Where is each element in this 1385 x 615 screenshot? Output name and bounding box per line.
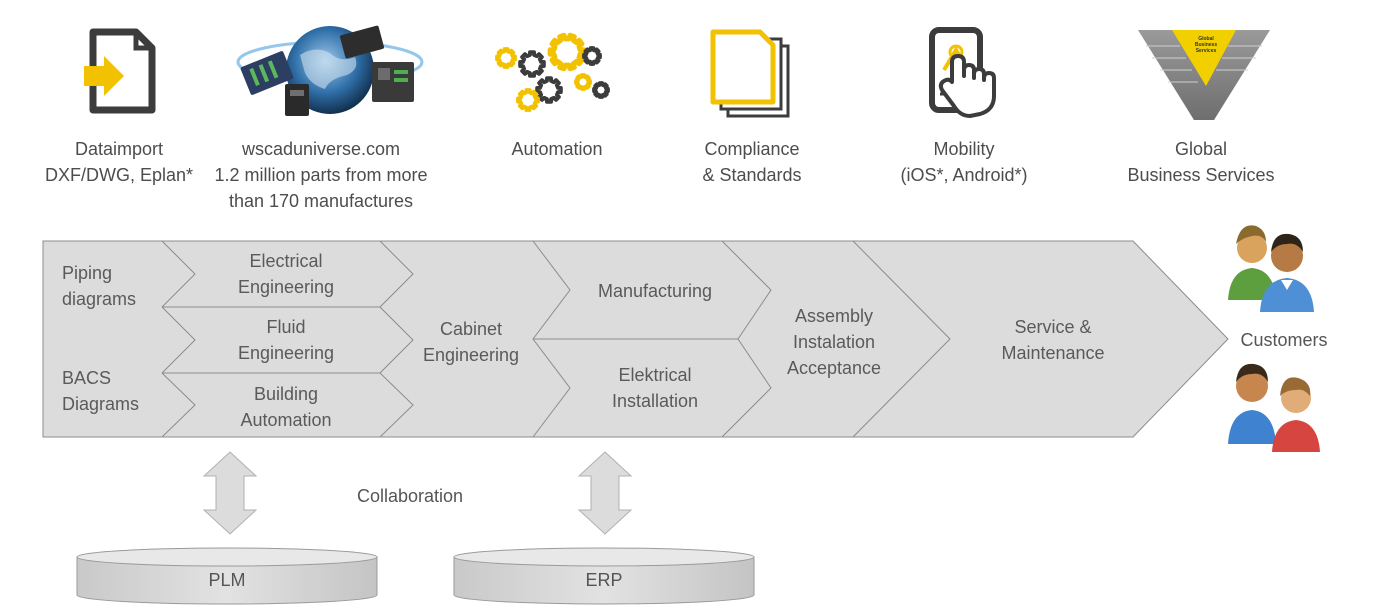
erp-database-cylinder: ERP [453, 547, 755, 605]
funnel-label-line-3: Services [1196, 48, 1217, 54]
gear-shape [516, 88, 540, 112]
electrical-label-2: Engineering [238, 277, 334, 297]
separator-building-left [161, 372, 196, 438]
piping-label-2: diagrams [62, 289, 136, 309]
assembly-label-2: Instalation [793, 332, 875, 352]
fluid-label-2: Engineering [238, 343, 334, 363]
gear-shape [582, 46, 602, 66]
cabinet-label-2: Engineering [423, 345, 519, 365]
mobility-label-2: (iOS*, Android*) [900, 165, 1027, 185]
double-arrow-right-icon [577, 451, 633, 535]
manufacturing-label: Manufacturing [598, 281, 712, 301]
elektrical-installation-label-1: Elektrical [618, 365, 691, 385]
document-import-icon [84, 28, 156, 114]
gear-shape [518, 50, 546, 78]
service-label-1: Service & [1014, 317, 1091, 337]
gear-shape [495, 47, 517, 69]
assembly-label-3: Acceptance [787, 358, 881, 378]
global-business-label-1: Global [1175, 139, 1227, 159]
global-business-services-funnel-icon: Global Business Services [1138, 30, 1270, 120]
funnel-label-line-1: Global [1198, 36, 1214, 42]
gear-shape [592, 81, 610, 99]
separator-installation-right [721, 338, 772, 438]
automation-label: Automation [511, 139, 602, 159]
bacs-label-2: Diagrams [62, 394, 139, 414]
electrical-label-1: Electrical [249, 251, 322, 271]
process-arrow: Piping diagrams BACS Diagrams Electrical… [42, 240, 1229, 438]
top-labels: Dataimport DXF/DWG, Eplan* wscaduniverse… [45, 139, 1275, 211]
compliance-label-1: Compliance [704, 139, 799, 159]
global-business-label-2: Business Services [1127, 165, 1274, 185]
plm-label: PLM [208, 570, 245, 590]
gear-shape [574, 73, 592, 91]
plm-database-cylinder: PLM [76, 547, 378, 605]
separator-assembly-right [852, 240, 951, 438]
piping-label-1: Piping [62, 263, 112, 283]
customers-group-top-icon [1228, 225, 1314, 312]
separator-fluid-right [379, 306, 414, 374]
assembly-label-1: Assembly [795, 306, 873, 326]
customers-label: Customers [1240, 330, 1327, 350]
double-arrow-left-icon [202, 451, 258, 535]
separator-electrical-top [161, 240, 196, 308]
dataimport-label-1: Dataimport [75, 139, 163, 159]
gear-shape [547, 32, 587, 72]
wscaduniverse-label-1: wscaduniverse.com [241, 139, 400, 159]
gear-shape [535, 76, 563, 104]
compliance-label-2: & Standards [702, 165, 801, 185]
stacked-documents-icon [710, 29, 790, 118]
separator-electrical-right [379, 240, 414, 308]
dataimport-label-2: DXF/DWG, Eplan* [45, 165, 193, 185]
building-label-1: Building [254, 384, 318, 404]
mobility-label-1: Mobility [933, 139, 994, 159]
elektrical-installation-label-2: Installation [612, 391, 698, 411]
funnel-label-line-2: Business [1195, 42, 1217, 48]
service-label-2: Maintenance [1001, 343, 1104, 363]
fluid-label-1: Fluid [266, 317, 305, 337]
wscaduniverse-label-2: 1.2 million parts from more [214, 165, 427, 185]
bacs-label-1: BACS [62, 368, 111, 388]
phone-touch-icon [929, 27, 996, 118]
customers-group-bottom-icon [1228, 363, 1320, 452]
globe-devices-icon [236, 25, 424, 116]
separator-building-right [379, 372, 414, 438]
collaboration-label: Collaboration [357, 486, 463, 506]
separator-manufacturing-right [721, 240, 772, 340]
building-label-2: Automation [240, 410, 331, 430]
separator-fluid-left [161, 306, 196, 374]
cabinet-label-1: Cabinet [440, 319, 502, 339]
wscaduniverse-label-3: than 170 manufactures [229, 191, 413, 211]
gears-icon [495, 32, 610, 112]
erp-label: ERP [585, 570, 622, 590]
